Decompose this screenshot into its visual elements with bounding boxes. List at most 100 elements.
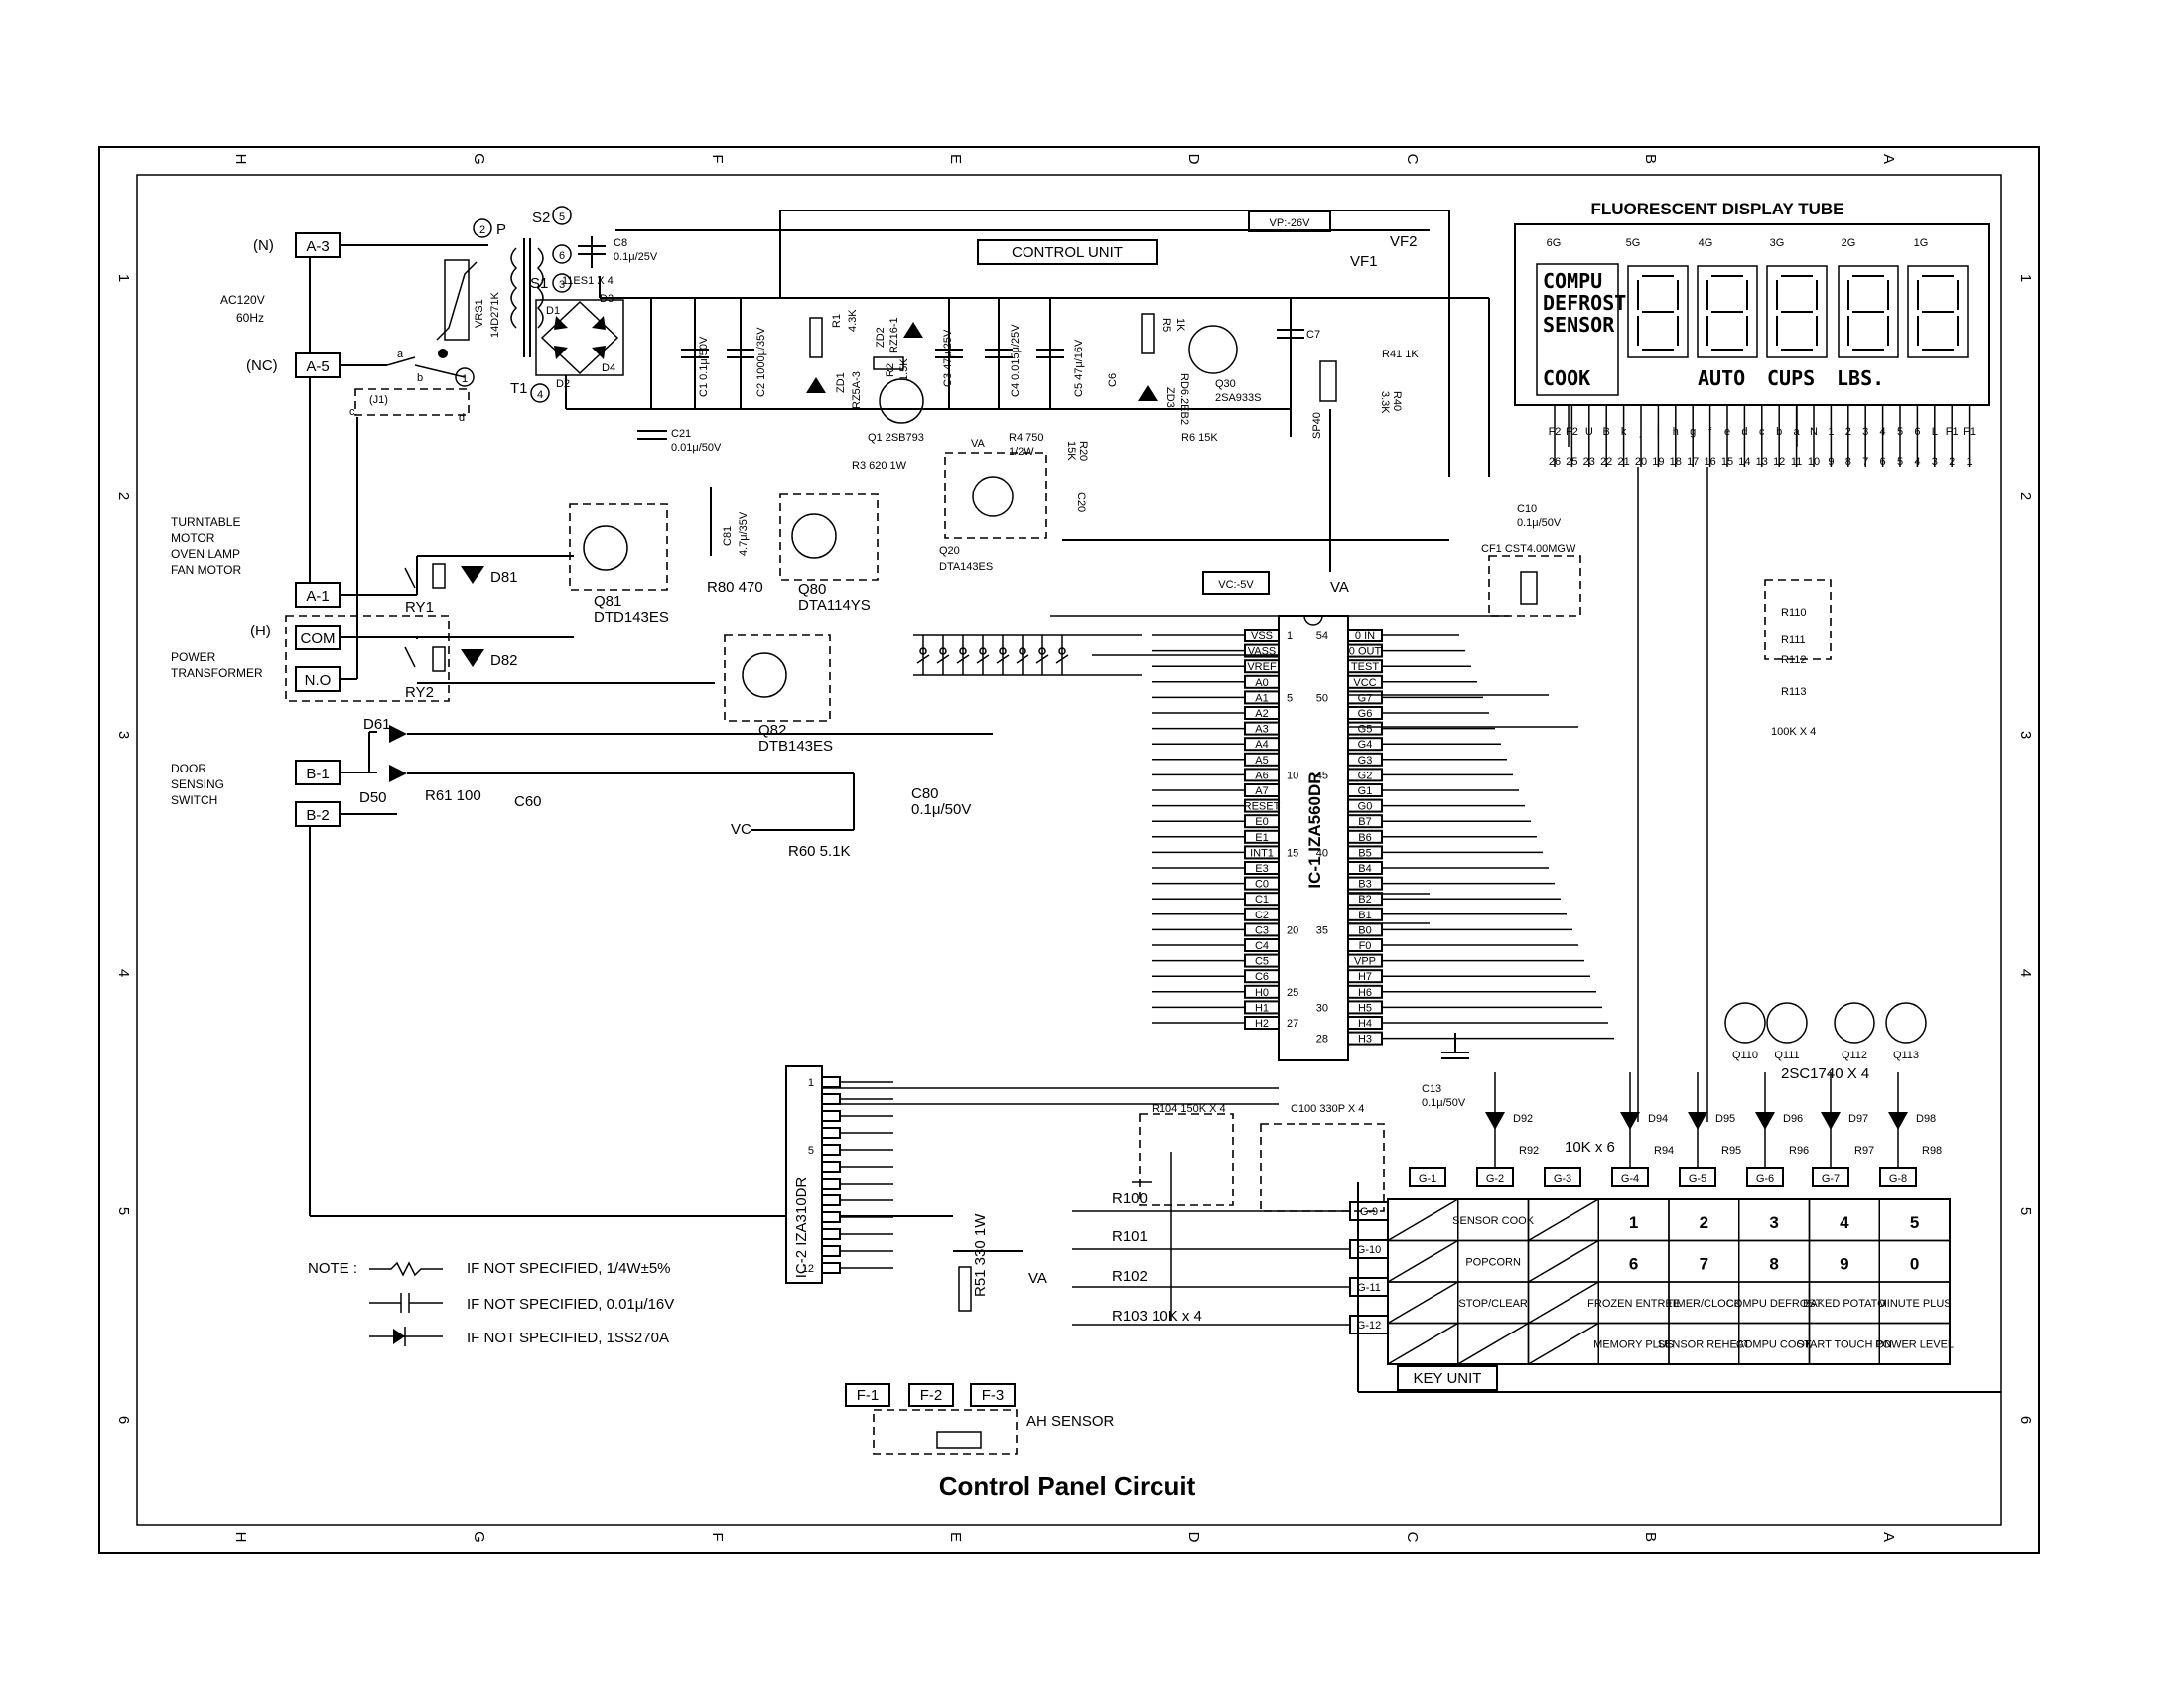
svg-text:(J1): (J1) xyxy=(369,394,388,406)
svg-text:a: a xyxy=(397,349,404,360)
grid-top-G: G xyxy=(471,153,487,165)
dip-contact xyxy=(1019,647,1026,655)
relay-ry1: D81 RY1 xyxy=(404,555,574,616)
key-timer-clock[interactable]: TIMER/CLOCK xyxy=(1667,1298,1742,1310)
ic1-pin-label: H6 xyxy=(1358,987,1372,999)
ic1-pin-label: B1 xyxy=(1358,910,1371,921)
display-pin-number: 17 xyxy=(1687,456,1699,468)
key-start-touch-on[interactable]: START TOUCH ON xyxy=(1797,1338,1892,1350)
svg-text:R4 750: R4 750 xyxy=(1009,432,1043,444)
key-3[interactable]: 3 xyxy=(1769,1213,1778,1232)
key-compu-cook[interactable]: COMPU COOK xyxy=(1736,1338,1813,1350)
display-word: DEFROST xyxy=(1543,291,1626,315)
key-2[interactable]: 2 xyxy=(1700,1213,1708,1232)
svg-text:C80: C80 xyxy=(911,785,939,802)
key-power-level[interactable]: POWER LEVEL xyxy=(1875,1338,1954,1350)
key-baked-potato[interactable]: BAKED POTATO xyxy=(1803,1298,1886,1310)
inner-border xyxy=(136,174,2002,1526)
key-minute-plus[interactable]: MINUTE PLUS xyxy=(1878,1298,1952,1310)
transistor-label: Q112 xyxy=(1842,1050,1867,1061)
ic1-pin-label: C0 xyxy=(1255,879,1269,891)
ic2-pin xyxy=(821,1161,841,1173)
svg-text:VF1: VF1 xyxy=(1350,253,1378,270)
grid-left-6: 6 xyxy=(115,1416,132,1424)
display-pin-label: j xyxy=(1639,426,1642,438)
key-row-label: G-12 xyxy=(1357,1320,1381,1332)
key-compu-defrost[interactable]: COMPU DEFROST xyxy=(1726,1298,1823,1310)
ic1-microcontroller: IC-1 IZA560DR VSSVASSVREFA0A1A2A3A4A5A6A… xyxy=(1152,615,1614,1061)
svg-text:Q80: Q80 xyxy=(798,581,826,598)
svg-text:TURNTABLE: TURNTABLE xyxy=(171,515,240,529)
display-pin-label: b xyxy=(1776,426,1782,438)
svg-text:3: 3 xyxy=(559,279,565,291)
svg-text:D1: D1 xyxy=(546,305,560,317)
svg-text:4.3K: 4.3K xyxy=(847,309,859,332)
ic1-pin-label: B4 xyxy=(1358,863,1371,875)
key-1[interactable]: 1 xyxy=(1629,1213,1638,1232)
svg-text:VC:-5V: VC:-5V xyxy=(1218,579,1254,591)
ic1-pin-label: B5 xyxy=(1358,847,1371,859)
svg-text:R5: R5 xyxy=(1160,318,1172,332)
key-4[interactable]: 4 xyxy=(1840,1213,1849,1232)
dip-contact xyxy=(1038,647,1046,655)
svg-text:14D271K: 14D271K xyxy=(489,291,501,338)
key-9[interactable]: 9 xyxy=(1840,1254,1848,1273)
ic1-pin-number: 35 xyxy=(1316,924,1328,936)
key-6[interactable]: 6 xyxy=(1629,1254,1638,1273)
diagram-title: Control Panel Circuit xyxy=(939,1472,1196,1501)
display-pin-label: L xyxy=(1932,426,1938,438)
diode-label: D95 xyxy=(1715,1113,1735,1125)
ic1-pin-label: B6 xyxy=(1358,832,1371,844)
svg-text:COM: COM xyxy=(301,631,336,647)
key-cell-empty xyxy=(1387,1239,1459,1283)
grid-left-5: 5 xyxy=(115,1207,132,1215)
ic1-pin-number: 40 xyxy=(1316,847,1328,859)
svg-text:R6 15K: R6 15K xyxy=(1181,432,1218,444)
ic2-pin xyxy=(821,1110,841,1122)
svg-text:Q30: Q30 xyxy=(1215,378,1236,390)
grid-label-1G: 1G xyxy=(1914,237,1929,249)
ic1-pin-label: A0 xyxy=(1255,677,1268,689)
key-5[interactable]: 5 xyxy=(1910,1213,1919,1232)
ic1-pin-number: 30 xyxy=(1316,1002,1328,1014)
grid-bottom-C: C xyxy=(1404,1532,1421,1543)
ic1-pin-label: A4 xyxy=(1255,739,1268,751)
grid-left-2: 2 xyxy=(115,492,132,500)
key-column-label: G-7 xyxy=(1822,1173,1840,1185)
ic1-pin-number: 5 xyxy=(1287,692,1293,704)
display-pin-label: 3 xyxy=(1862,426,1868,438)
display-pin-number: 3 xyxy=(1932,456,1938,468)
display-pin-number: 19 xyxy=(1652,456,1664,468)
key-0[interactable]: 0 xyxy=(1910,1254,1919,1273)
display-pin-number: 2 xyxy=(1949,456,1955,468)
key-7[interactable]: 7 xyxy=(1700,1254,1708,1273)
key-sensor-reheat[interactable]: SENSOR REHEAT xyxy=(1658,1338,1751,1350)
seven-seg-digit xyxy=(1907,265,1969,358)
svg-text:ZD2: ZD2 xyxy=(875,327,887,348)
dip-contact xyxy=(939,647,947,655)
dip-switch-blade xyxy=(996,654,1010,664)
key-popcorn[interactable]: POPCORN xyxy=(1465,1256,1521,1268)
key-column-label: G-5 xyxy=(1689,1173,1706,1185)
svg-text:100K X 4: 100K X 4 xyxy=(1771,726,1816,738)
key-memory-plus[interactable]: MEMORY PLUS xyxy=(1593,1338,1674,1350)
key-frozen-entree[interactable]: FROZEN ENTREE xyxy=(1587,1298,1680,1310)
ic1-pin-label: C6 xyxy=(1255,971,1269,983)
resistor-label: R95 xyxy=(1721,1145,1741,1157)
key-stop-clear[interactable]: STOP/CLEAR xyxy=(1458,1298,1528,1310)
key-sensor-cook[interactable]: SENSOR COOK xyxy=(1452,1215,1535,1227)
key-cell-empty xyxy=(1528,1239,1599,1283)
key-8[interactable]: 8 xyxy=(1769,1254,1778,1273)
svg-text:Q20: Q20 xyxy=(939,545,960,557)
grid-right-5: 5 xyxy=(2017,1207,2034,1215)
ic1-pin-number: 45 xyxy=(1316,770,1328,781)
svg-text:POWER: POWER xyxy=(171,650,216,664)
left-labels: (N) AC120V 60Hz (NC) TURNTABLE MOTOR OVE… xyxy=(171,237,278,807)
svg-text:F-3: F-3 xyxy=(982,1387,1005,1404)
display-pin-label: F2 xyxy=(1566,426,1578,438)
key-cell-empty xyxy=(1457,1322,1529,1365)
svg-text:1: 1 xyxy=(462,373,468,385)
ic1-pin-label: INT1 xyxy=(1250,847,1274,859)
